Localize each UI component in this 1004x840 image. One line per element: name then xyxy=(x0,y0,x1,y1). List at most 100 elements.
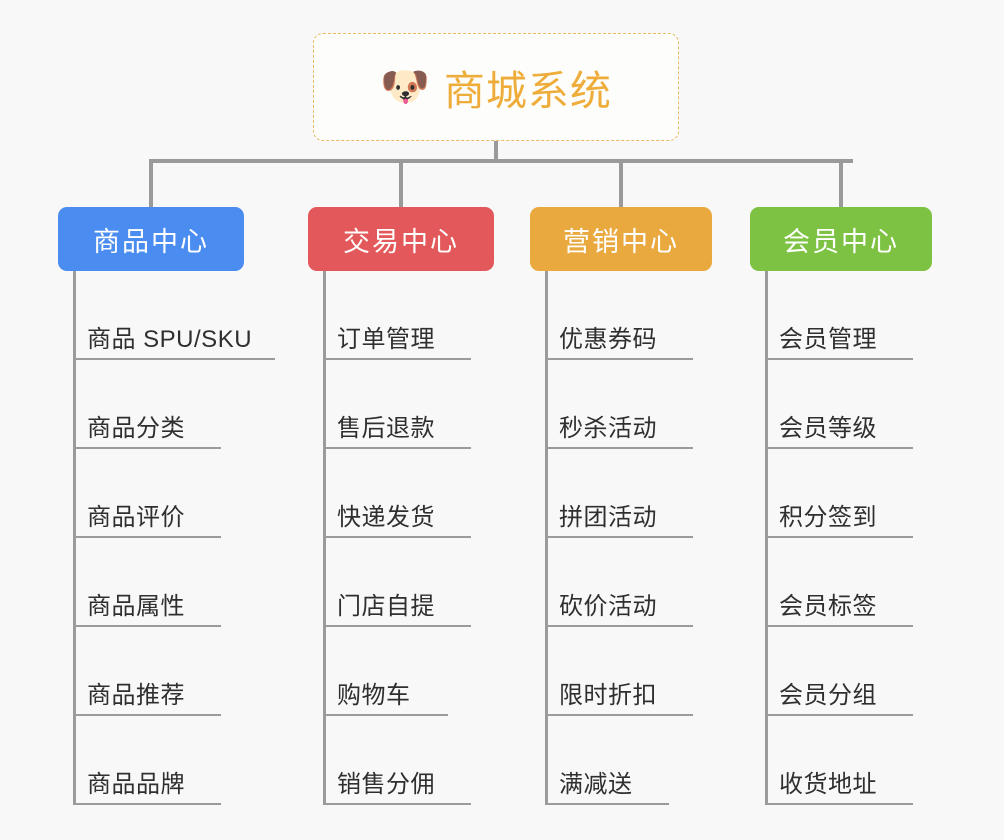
leaf-list-marketing-center: 优惠券码秒杀活动拼团活动砍价活动限时折扣满减送 xyxy=(530,271,712,805)
leaf-item[interactable]: 销售分佣 xyxy=(308,716,494,805)
leaf-label: 砍价活动 xyxy=(559,593,657,620)
connector-drop-trade-center xyxy=(399,161,403,209)
leaf-label: 商品推荐 xyxy=(87,682,185,709)
leaf-item[interactable]: 会员分组 xyxy=(750,627,932,716)
branch-header-label: 商品中心 xyxy=(93,226,209,257)
connector-horizontal-bus xyxy=(149,159,853,163)
leaf-label: 优惠券码 xyxy=(559,326,657,353)
root-node[interactable]: 🐶 商城系统 xyxy=(313,33,679,141)
leaf-item[interactable]: 商品评价 xyxy=(58,449,266,538)
leaf-item[interactable]: 门店自提 xyxy=(308,538,494,627)
leaf-label: 商品分类 xyxy=(87,415,185,442)
leaf-underline xyxy=(323,625,471,627)
leaf-label: 会员标签 xyxy=(779,593,877,620)
leaf-underline xyxy=(765,358,913,360)
leaf-item[interactable]: 会员标签 xyxy=(750,538,932,627)
leaf-label: 积分签到 xyxy=(779,504,877,531)
leaf-underline xyxy=(765,803,913,805)
leaf-underline xyxy=(323,536,471,538)
leaf-item[interactable]: 优惠券码 xyxy=(530,271,712,360)
branch-header-marketing-center[interactable]: 营销中心 xyxy=(530,207,712,271)
leaf-underline xyxy=(545,536,693,538)
leaf-item[interactable]: 商品推荐 xyxy=(58,627,266,716)
leaf-underline xyxy=(73,714,221,716)
branch-marketing-center: 营销中心优惠券码秒杀活动拼团活动砍价活动限时折扣满减送 xyxy=(530,207,712,805)
leaf-label: 销售分佣 xyxy=(337,771,435,798)
leaf-item[interactable]: 会员等级 xyxy=(750,360,932,449)
leaf-item[interactable]: 秒杀活动 xyxy=(530,360,712,449)
leaf-underline xyxy=(765,536,913,538)
leaf-list-member-center: 会员管理会员等级积分签到会员标签会员分组收货地址 xyxy=(750,271,932,805)
root-title: 商城系统 xyxy=(443,68,612,114)
leaf-item[interactable]: 限时折扣 xyxy=(530,627,712,716)
connector-trunk-product-center xyxy=(73,271,76,805)
leaf-label: 会员等级 xyxy=(779,415,877,442)
leaf-item[interactable]: 购物车 xyxy=(308,627,494,716)
leaf-item[interactable]: 商品品牌 xyxy=(58,716,266,805)
leaf-label: 商品评价 xyxy=(87,504,185,531)
branch-header-member-center[interactable]: 会员中心 xyxy=(750,207,932,271)
leaf-label: 快递发货 xyxy=(337,504,435,531)
leaf-label: 限时折扣 xyxy=(559,682,657,709)
leaf-underline xyxy=(73,803,221,805)
leaf-underline xyxy=(73,447,221,449)
leaf-underline xyxy=(73,625,221,627)
leaf-underline xyxy=(545,625,693,627)
connector-drop-product-center xyxy=(149,161,153,209)
leaf-label: 商品品牌 xyxy=(87,771,185,798)
leaf-underline xyxy=(545,358,693,360)
leaf-underline xyxy=(323,803,471,805)
connector-drop-member-center xyxy=(839,161,843,209)
dog-face-icon: 🐶 xyxy=(380,65,430,109)
leaf-underline xyxy=(765,625,913,627)
leaf-label: 秒杀活动 xyxy=(559,415,657,442)
leaf-label: 收货地址 xyxy=(779,771,877,798)
connector-root-stem xyxy=(494,141,498,163)
leaf-list-trade-center: 订单管理售后退款快递发货门店自提购物车销售分佣 xyxy=(308,271,494,805)
leaf-label: 门店自提 xyxy=(337,593,435,620)
leaf-underline xyxy=(323,447,471,449)
leaf-underline xyxy=(765,714,913,716)
leaf-underline xyxy=(545,447,693,449)
leaf-label: 购物车 xyxy=(337,682,411,709)
branch-trade-center: 交易中心订单管理售后退款快递发货门店自提购物车销售分佣 xyxy=(308,207,494,805)
leaf-item[interactable]: 快递发货 xyxy=(308,449,494,538)
leaf-label: 售后退款 xyxy=(337,415,435,442)
leaf-label: 订单管理 xyxy=(337,326,435,353)
leaf-item[interactable]: 售后退款 xyxy=(308,360,494,449)
leaf-item[interactable]: 订单管理 xyxy=(308,271,494,360)
leaf-underline xyxy=(765,447,913,449)
leaf-underline xyxy=(323,358,471,360)
leaf-label: 会员分组 xyxy=(779,682,877,709)
branch-header-product-center[interactable]: 商品中心 xyxy=(58,207,244,271)
leaf-item[interactable]: 积分签到 xyxy=(750,449,932,538)
leaf-item[interactable]: 会员管理 xyxy=(750,271,932,360)
branch-header-trade-center[interactable]: 交易中心 xyxy=(308,207,494,271)
branch-member-center: 会员中心会员管理会员等级积分签到会员标签会员分组收货地址 xyxy=(750,207,932,805)
leaf-underline xyxy=(545,714,693,716)
leaf-item[interactable]: 拼团活动 xyxy=(530,449,712,538)
leaf-item[interactable]: 收货地址 xyxy=(750,716,932,805)
leaf-underline xyxy=(73,536,221,538)
leaf-underline xyxy=(545,803,669,805)
leaf-label: 商品 SPU/SKU xyxy=(87,326,253,353)
leaf-underline xyxy=(73,358,275,360)
leaf-label: 会员管理 xyxy=(779,326,877,353)
connector-trunk-trade-center xyxy=(323,271,326,805)
leaf-item[interactable]: 砍价活动 xyxy=(530,538,712,627)
leaf-item[interactable]: 商品 SPU/SKU xyxy=(58,271,275,360)
leaf-item[interactable]: 商品分类 xyxy=(58,360,266,449)
leaf-item[interactable]: 商品属性 xyxy=(58,538,266,627)
branch-header-label: 会员中心 xyxy=(783,226,899,257)
connector-drop-marketing-center xyxy=(619,161,623,209)
connector-trunk-marketing-center xyxy=(545,271,548,805)
leaf-underline xyxy=(323,714,448,716)
branch-product-center: 商品中心商品 SPU/SKU 商品分类商品评价商品属性商品推荐商品品牌 xyxy=(58,207,275,805)
leaf-item[interactable]: 满减送 xyxy=(530,716,712,805)
leaf-label: 满减送 xyxy=(559,771,633,798)
branch-header-label: 交易中心 xyxy=(343,226,459,257)
leaf-label: 拼团活动 xyxy=(559,504,657,531)
leaf-list-product-center: 商品 SPU/SKU 商品分类商品评价商品属性商品推荐商品品牌 xyxy=(58,271,275,805)
connector-trunk-member-center xyxy=(765,271,768,805)
